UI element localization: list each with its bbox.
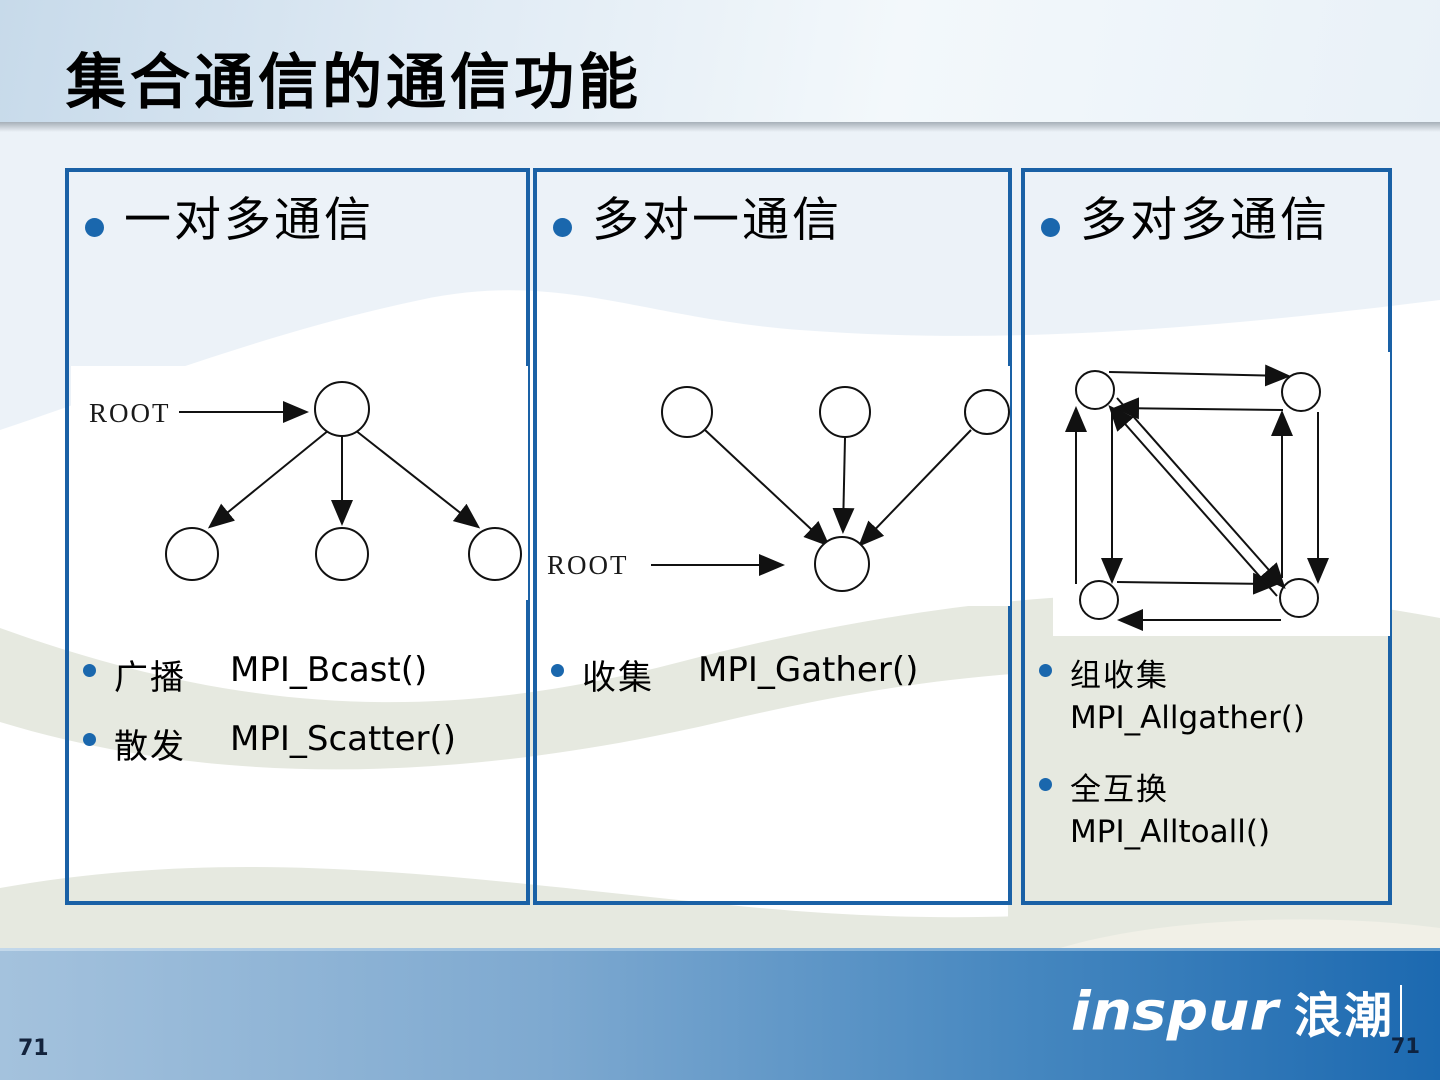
bullet-term: 散发 [114, 729, 186, 766]
list-item: 全互换 MPI_Alltoall() [1039, 764, 1378, 856]
broadcast-diagram: ROOT [71, 366, 528, 600]
alltoall-diagram-svg [1065, 364, 1329, 631]
panel-header-label: 多对多通信 [1080, 195, 1330, 247]
logo-bar [1400, 985, 1402, 1037]
list-item: 组收集 MPI_Allgather() [1039, 650, 1378, 742]
gather-diagram-svg: ROOT [547, 386, 1010, 592]
bullet-term: 全互换 [1070, 771, 1169, 807]
panel-many-to-one: 多对一通信 RO [533, 168, 1012, 905]
page-title: 集合通信的通信功能 [66, 50, 642, 116]
gather-diagram: ROOT [539, 366, 1010, 606]
broadcast-diagram-svg: ROOT [89, 381, 522, 581]
bullet-icon [553, 218, 572, 237]
bullet-function: MPI_Alltoall() [1070, 813, 1271, 850]
gather-nodes [661, 386, 1010, 592]
bullet-function: MPI_Bcast() [230, 650, 428, 690]
header-divider [0, 122, 1440, 132]
gather-edges [704, 429, 972, 547]
panel-many-to-many: 多对多通信 [1021, 168, 1392, 905]
list-item: 收集 MPI_Gather() [551, 650, 998, 699]
alltoall-edges [1065, 364, 1329, 631]
panel-one-to-many: 一对多通信 ROOT [65, 168, 530, 905]
broadcast-nodes [165, 381, 522, 581]
bullet-function: MPI_Scatter() [230, 719, 457, 759]
panel-many-to-one-bullets: 收集 MPI_Gather() [551, 650, 998, 699]
panel-many-to-many-header: 多对多通信 [1041, 194, 1388, 248]
root-label: ROOT [547, 550, 629, 580]
bullet-icon [1041, 218, 1060, 237]
footer-band: inspur 浪潮 71 71 [0, 948, 1440, 1080]
header-band [0, 0, 1440, 122]
panel-header-label: 多对一通信 [592, 195, 842, 247]
bullet-term: 组收集 [1070, 658, 1169, 693]
bullet-icon [83, 664, 96, 677]
bullet-term: 广播 [114, 660, 186, 697]
bullet-icon [1039, 664, 1052, 677]
inspur-logo-latin: inspur [1070, 979, 1278, 1043]
bullet-function: MPI_Allgather() [1070, 700, 1305, 736]
panel-one-to-many-header: 一对多通信 [85, 194, 526, 248]
list-item: 广播 MPI_Bcast() [83, 650, 516, 699]
bullet-icon [1039, 777, 1052, 791]
broadcast-edges [207, 429, 481, 529]
bullet-icon [83, 733, 96, 746]
bullet-icon [85, 218, 104, 237]
panel-many-to-many-bullets: 组收集 MPI_Allgather() 全互换 MPI_Alltoall() [1039, 650, 1378, 855]
root-label: ROOT [89, 398, 171, 428]
bullet-icon [551, 664, 564, 677]
bullet-term: 收集 [582, 660, 654, 697]
bullet-function: MPI_Gather() [698, 650, 919, 690]
inspur-logo-chinese: 浪潮 [1293, 990, 1394, 1043]
list-item: 散发 MPI_Scatter() [83, 719, 516, 768]
inspur-logo: inspur 浪潮 [1071, 976, 1402, 1046]
page-number-right: 71 [1390, 1034, 1420, 1058]
alltoall-nodes [1075, 370, 1321, 620]
alltoall-diagram [1053, 352, 1390, 636]
panel-header-label: 一对多通信 [124, 195, 374, 247]
page-number-left: 71 [18, 1036, 49, 1061]
panel-many-to-one-header: 多对一通信 [553, 194, 1008, 248]
panel-one-to-many-bullets: 广播 MPI_Bcast() 散发 MPI_Scatter() [83, 650, 516, 768]
